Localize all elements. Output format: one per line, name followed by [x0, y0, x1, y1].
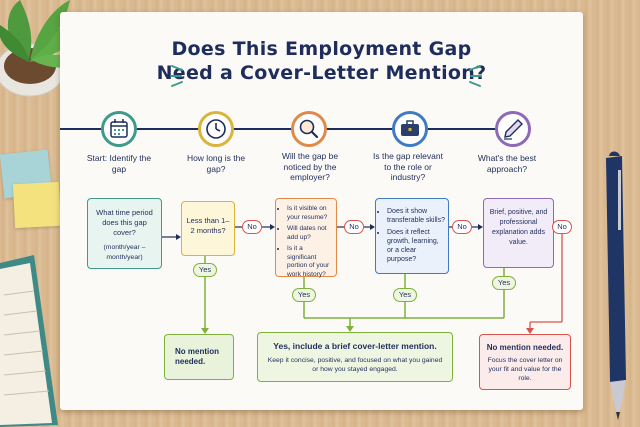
clock-icon: [206, 119, 226, 139]
length-box: Less than 1–2 months?: [181, 201, 235, 256]
no-label: No: [344, 220, 364, 234]
title-spark-left: [170, 65, 183, 87]
outcome-no-mention-long-title: No mention needed.: [486, 343, 564, 352]
question-identify: Start: Identify the gap: [86, 153, 152, 174]
outcome-include-mention: Yes, include a brief cover-letter mentio…: [257, 332, 453, 382]
approach-box-text: Brief, positive, and professional explan…: [489, 209, 548, 246]
no-label: No: [552, 220, 572, 234]
magnifier-icon: [299, 119, 319, 139]
yes-label: Yes: [393, 288, 417, 302]
identify-box: What time period does this gap cover? (m…: [87, 198, 162, 269]
calendar-icon: [110, 119, 128, 138]
outcome-no-mention-short: No mention needed.: [164, 334, 234, 380]
no-label: No: [452, 220, 472, 234]
yes-label: Yes: [193, 263, 217, 277]
approach-box: Brief, positive, and professional explan…: [483, 198, 554, 268]
title-line-2: Need a Cover-Letter Mention?: [156, 62, 487, 84]
outcome-no-mention-long: No mention needed. Focus the cover lette…: [479, 334, 571, 390]
briefcase-icon: [401, 120, 419, 136]
step-3-icon-circle: [291, 111, 327, 147]
flowchart-sheet: Does This Employment Gap Need a Cover-Le…: [60, 12, 583, 410]
question-length: How long is the gap?: [186, 153, 246, 174]
yes-label: Yes: [492, 276, 516, 290]
step-5-icon-circle: [495, 111, 531, 147]
outcome-include-body: Keep it concise, positive, and focused o…: [267, 357, 443, 373]
relevant-item: Does it reflect growth, learning, or a c…: [387, 228, 445, 264]
noticed-item: Is it visible on your resume?: [287, 205, 333, 222]
question-approach: What's the best approach?: [477, 153, 537, 174]
relevant-box: Does it show transferable skills? Does i…: [375, 198, 449, 274]
yes-label: Yes: [292, 288, 316, 302]
pen-decoration: [606, 151, 626, 420]
title-line-1: Does This Employment Gap: [171, 38, 472, 60]
title-spark-right: [469, 65, 482, 87]
step-2-icon-circle: [198, 111, 234, 147]
pen-icon: [504, 119, 523, 140]
relevant-item: Does it show transferable skills?: [387, 207, 445, 225]
step-4-icon-circle: [392, 111, 428, 147]
sticky-note-yellow: [12, 181, 62, 229]
length-box-text: Less than 1–2 months?: [186, 216, 230, 235]
identify-box-text: What time period does this gap cover?: [96, 208, 153, 237]
outcome-no-mention-long-body: Focus the cover letter on your fit and v…: [487, 357, 563, 382]
no-label: No: [242, 220, 262, 234]
step-1-icon-circle: [101, 111, 137, 147]
noticed-item: Will dates not add up?: [287, 225, 333, 242]
noticed-box: Is it visible on your resume? Will dates…: [275, 198, 337, 279]
identify-box-sub: (month/year – month/year): [103, 244, 146, 261]
notebook-decoration: [0, 255, 58, 427]
outcome-no-mention-short-title: No mention needed.: [175, 347, 219, 366]
question-noticed: Will the gap be noticed by the employer?: [281, 151, 339, 182]
outcome-include-title: Yes, include a brief cover-letter mentio…: [273, 341, 437, 351]
question-relevant: Is the gap relevant to the role or indus…: [373, 151, 443, 182]
noticed-item: Is it a significant portion of your work…: [287, 245, 333, 279]
